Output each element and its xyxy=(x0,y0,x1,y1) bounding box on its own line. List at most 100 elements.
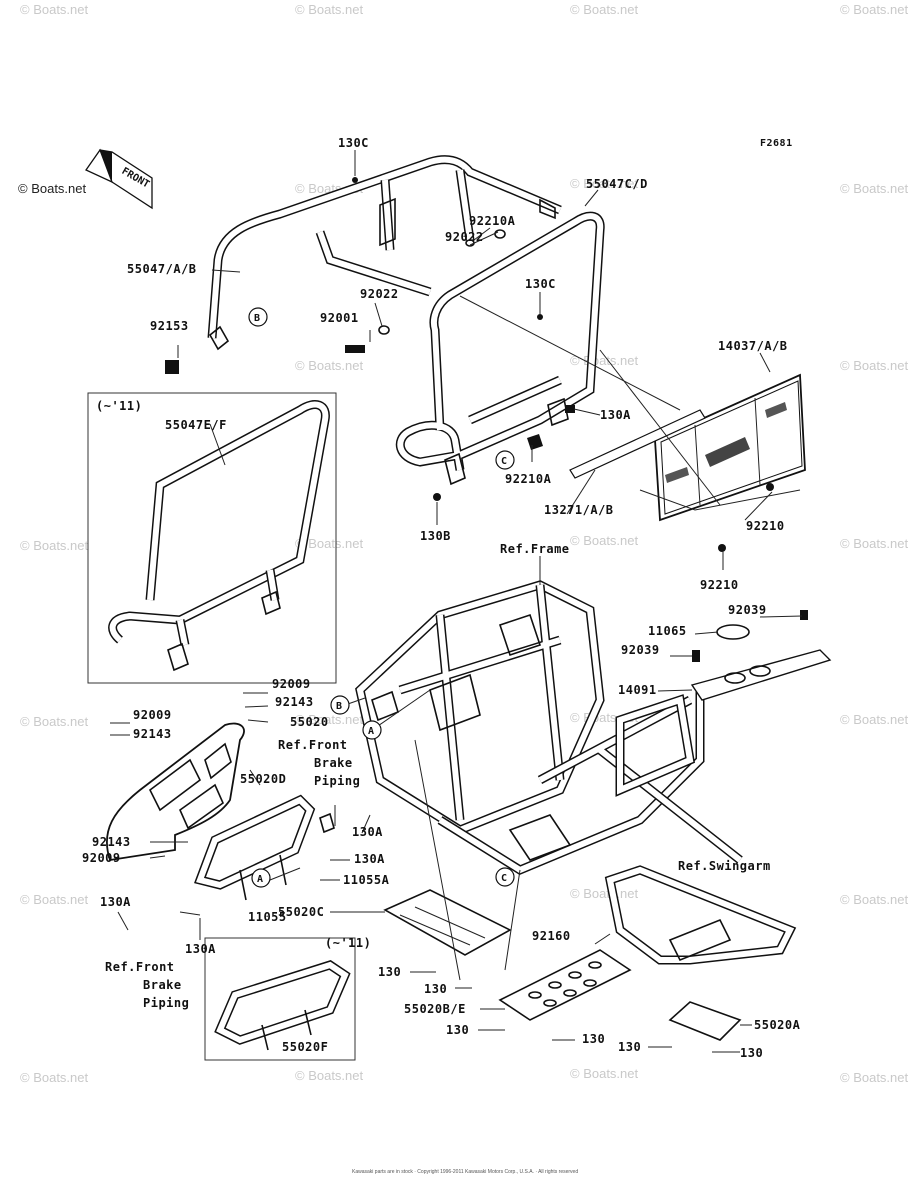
callout-92009: 92009 xyxy=(82,851,121,865)
watermark: © Boats.net xyxy=(295,1068,364,1083)
callout-130b: 130B xyxy=(420,529,451,543)
swingarm xyxy=(604,865,797,965)
watermark: © Boats.net xyxy=(840,1070,909,1085)
callout-11055: 11055 xyxy=(248,910,287,924)
ref-swingarm-label: Ref.Swingarm xyxy=(678,859,771,873)
front-guard-55020 xyxy=(105,722,245,862)
skid-plate-55020be xyxy=(498,949,632,1021)
leader-lines xyxy=(110,150,803,1053)
callout-130a: 130A xyxy=(354,852,385,866)
callout-14037: 14037/A/B xyxy=(718,339,788,353)
ref-frame-label: Ref.Frame xyxy=(500,542,570,556)
callout-92143: 92143 xyxy=(92,835,131,849)
watermark: © Boats.net xyxy=(840,536,909,551)
bracket-55020d xyxy=(194,794,335,901)
watermark: © Boats.net xyxy=(295,2,364,17)
callout-92210a: 92210A xyxy=(505,472,552,486)
inset-year-label: (~'11) xyxy=(325,936,371,950)
callout-92143: 92143 xyxy=(275,695,314,709)
watermark: © Boats.net xyxy=(840,712,909,727)
watermark: © Boats.net xyxy=(840,181,909,196)
callout-13271: 13271/A/B xyxy=(544,503,614,517)
main-frame xyxy=(355,580,743,876)
inset-box-top xyxy=(87,392,337,684)
watermarks: © Boats.net © Boats.net © Boats.net © Bo… xyxy=(18,2,909,1085)
callout-130: 130 xyxy=(446,1023,469,1037)
callout-55047cd: 55047C/D xyxy=(586,177,648,191)
reference-labels: Ref.Frame Ref.Front Brake Piping Ref.Fro… xyxy=(105,542,771,1010)
callout-130: 130 xyxy=(424,982,447,996)
marker-b: B xyxy=(336,701,343,712)
callout-55047ab: 55047/A/B xyxy=(127,262,197,276)
watermark: © Boats.net xyxy=(570,886,639,901)
callout-130a: 130A xyxy=(600,408,631,422)
callout-130c: 130C xyxy=(338,136,369,150)
callout-92009: 92009 xyxy=(272,677,311,691)
grille-panel xyxy=(654,373,806,522)
marker-c: C xyxy=(501,456,508,467)
callout-11065: 11065 xyxy=(648,624,687,638)
watermark: © Boats.net xyxy=(20,2,89,17)
rear-guard-assembly xyxy=(207,155,562,351)
ref-front-brake-label: Brake xyxy=(143,978,182,992)
watermark: © Boats.net xyxy=(20,892,89,907)
ref-front-brake-label: Piping xyxy=(314,774,360,788)
marker-a: A xyxy=(257,874,264,885)
callout-55020be: 55020B/E xyxy=(404,1002,466,1016)
callout-55047ef: 55047E/F xyxy=(165,418,227,432)
callout-130: 130 xyxy=(582,1032,605,1046)
watermark: © Boats.net xyxy=(20,538,89,553)
copyright-footer: Kawasaki parts are in stock · Copyright … xyxy=(352,1169,578,1175)
ref-front-brake-label: Brake xyxy=(314,756,353,770)
callout-92153: 92153 xyxy=(150,319,189,333)
callout-55020d: 55020D xyxy=(240,772,286,786)
callout-55020f: 55020F xyxy=(282,1040,328,1054)
watermark: © Boats.net xyxy=(295,712,364,727)
callout-130: 130 xyxy=(740,1046,763,1060)
watermark: © Boats.net xyxy=(295,536,364,551)
callout-92210: 92210 xyxy=(746,519,785,533)
watermark: © Boats.net xyxy=(840,2,909,17)
marker-a: A xyxy=(368,726,375,737)
seal-strip xyxy=(569,409,706,479)
callout-130: 130 xyxy=(378,965,401,979)
callout-92039: 92039 xyxy=(621,643,660,657)
front-guard-assembly xyxy=(395,211,605,486)
callout-130a: 130A xyxy=(185,942,216,956)
ref-front-brake-label: Ref.Front xyxy=(105,960,175,974)
marker-b: B xyxy=(254,313,261,324)
callout-55020a: 55020A xyxy=(754,1018,801,1032)
inset-box-bottom xyxy=(204,937,356,1061)
callout-92022: 92022 xyxy=(445,230,484,244)
figure-id: F2681 xyxy=(760,138,793,149)
callout-92210: 92210 xyxy=(700,578,739,592)
watermark: © Boats.net xyxy=(20,714,89,729)
watermark: © Boats.net xyxy=(295,358,364,373)
callout-55020c: 55020C xyxy=(278,905,324,919)
callout-labels: 130C 55047C/D 92210A 92022 55047/A/B 920… xyxy=(82,136,801,1060)
callout-130a: 130A xyxy=(100,895,131,909)
fasteners xyxy=(165,177,808,662)
inset-year-label: (~'11) xyxy=(96,399,142,413)
callout-92143: 92143 xyxy=(133,727,172,741)
inset-bracket-drawing xyxy=(214,960,351,1051)
callout-92009: 92009 xyxy=(133,708,172,722)
callout-14091: 14091 xyxy=(618,683,657,697)
callout-130c: 130C xyxy=(525,277,556,291)
watermark: © Boats.net xyxy=(20,1070,89,1085)
watermark: © Boats.net xyxy=(840,358,909,373)
skid-plate-55020a xyxy=(668,1001,742,1041)
skid-plate-55020c xyxy=(383,889,512,956)
watermark: © Boats.net xyxy=(840,892,909,907)
watermark: © Boats.net xyxy=(570,1066,639,1081)
callout-130: 130 xyxy=(618,1040,641,1054)
watermark: © Boats.net xyxy=(570,533,639,548)
front-arrow-icon: FRONT xyxy=(85,148,153,210)
callout-92022: 92022 xyxy=(360,287,399,301)
inset-guard-drawing xyxy=(108,400,330,672)
watermark-dark: © Boats.net xyxy=(18,181,87,196)
ref-front-brake-label: Piping xyxy=(143,996,189,1010)
skid-plate-14091 xyxy=(690,624,832,701)
callout-92039: 92039 xyxy=(728,603,767,617)
